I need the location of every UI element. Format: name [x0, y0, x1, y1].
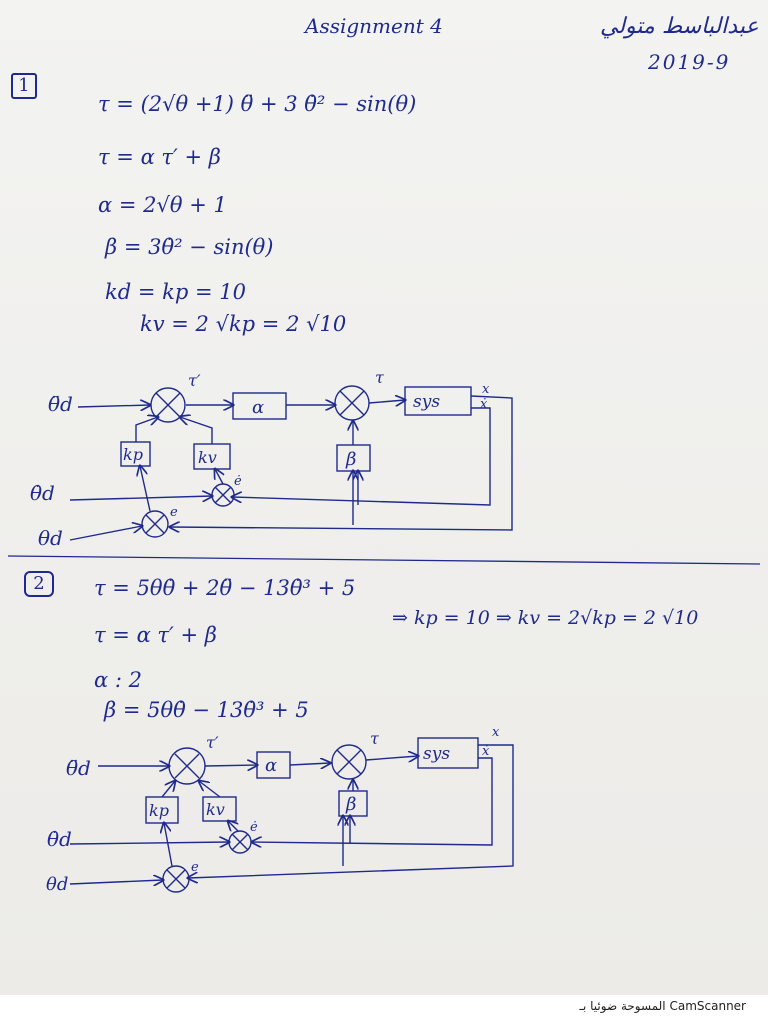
- question-2-number: 2: [24, 571, 54, 597]
- q1-equation-kp: kd = kp = 10: [105, 280, 246, 304]
- d1-sys-label: sys: [413, 392, 440, 412]
- d1-alpha-label: α: [252, 397, 264, 418]
- d2-out-x: x: [492, 725, 500, 740]
- d2-kp-label: kp: [149, 801, 169, 820]
- date: 2019-9: [648, 50, 731, 74]
- d1-label-e: e: [170, 505, 178, 520]
- d1-label-tau: τ: [375, 368, 385, 387]
- diagram-1: θ̈d θ̇d θd τ′ α τ sys x ẋ: [30, 368, 513, 550]
- d1-beta-label: β: [345, 449, 356, 470]
- d2-sys-block: [417, 737, 479, 769]
- scanned-page: Assignment 4 عبدالباسط متولي 2019-9 1 τ …: [0, 0, 768, 995]
- d2-input-theta-ddot: θ̈d: [66, 756, 91, 780]
- d2-beta-label: β: [345, 794, 356, 815]
- q1-equation-torque: τ = (2√θ +1) θ̈ + 3 θ̇² − sin(θ): [98, 92, 417, 116]
- d1-kv-label: kv: [198, 448, 217, 467]
- q1-equation-partition: τ = α τ′ + β: [98, 145, 221, 169]
- d2-label-tau: τ: [370, 729, 380, 748]
- d1-kp-label: kp: [123, 445, 143, 464]
- d1-out-x: x: [482, 382, 490, 397]
- q2-gains: ⇒ kp = 10 ⇒ kv = 2√kp = 2 √10: [392, 607, 699, 629]
- d2-label-e: e: [191, 860, 199, 875]
- q2-equation-beta: β = 5θθ̇ − 13θ̇³ + 5: [104, 698, 309, 722]
- diagram-2: θ̈d θ̇d θd τ′ α τ sys x ẋ β: [46, 725, 514, 895]
- section-divider: [7, 555, 761, 565]
- d2-kv-label: kv: [206, 800, 225, 819]
- scanner-footer: المسوحة ضوئيا بـ CamScanner: [0, 995, 768, 1024]
- d2-input-theta-dot: θ̇d: [47, 827, 72, 851]
- d2-out-xdot: ẋ: [482, 744, 490, 759]
- d1-sys-block: [404, 386, 472, 416]
- author-name: عبدالباسط متولي: [600, 14, 759, 39]
- d2-label-edot: ė: [250, 820, 258, 835]
- q1-equation-kv: kv = 2 √kp = 2 √10: [140, 312, 347, 336]
- d1-input-theta: θd: [38, 526, 63, 550]
- camscanner-watermark: المسوحة ضوئيا بـ CamScanner: [579, 999, 746, 1013]
- q2-equation-partition: τ = α τ′ + β: [94, 623, 217, 647]
- d1-label-edot: ė: [234, 474, 242, 489]
- d2-input-theta: θd: [46, 874, 68, 895]
- q1-equation-beta: β = 3θ̇² − sin(θ): [105, 235, 274, 259]
- d2-label-tau-prime: τ′: [206, 733, 219, 752]
- d1-input-theta-ddot: θ̈d: [48, 392, 73, 416]
- d1-out-xdot: ẋ: [480, 397, 488, 412]
- q2-equation-alpha: α : 2: [94, 668, 142, 692]
- d1-input-theta-dot: θ̇d: [30, 481, 55, 505]
- d1-label-tau-prime: τ′: [188, 371, 201, 390]
- assignment-title: Assignment 4: [305, 14, 443, 38]
- q2-equation-torque: τ = 5θθ̇ + 2θ̈ − 13θ̇³ + 5: [94, 576, 356, 600]
- block-diagrams: θ̈d θ̇d θd τ′ α τ sys x ẋ: [7, 368, 761, 895]
- q1-equation-alpha: α = 2√θ + 1: [98, 193, 227, 217]
- question-1-number: 1: [11, 73, 37, 99]
- d2-sys-label: sys: [423, 744, 450, 764]
- d2-alpha-label: α: [265, 755, 277, 776]
